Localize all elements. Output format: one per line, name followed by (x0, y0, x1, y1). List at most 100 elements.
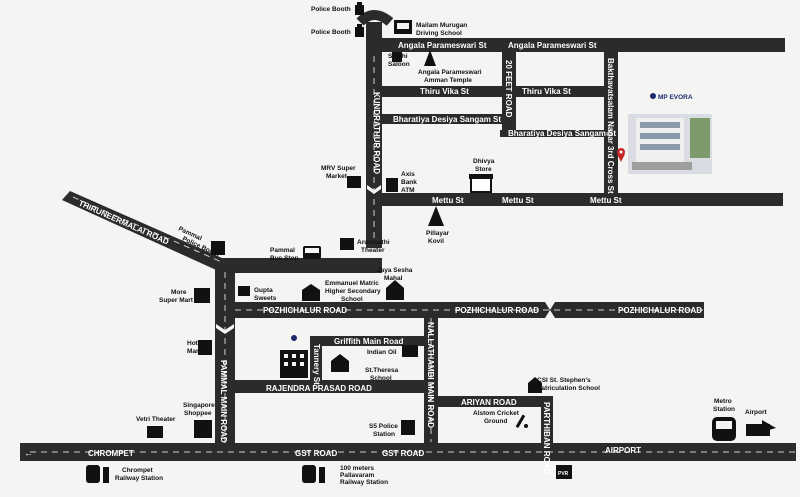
kovil-icon (428, 206, 444, 226)
csi-label-2: Matriculation School (536, 385, 600, 392)
jaya-sesha-mahal-icon (386, 280, 404, 300)
indian-oil-icon (402, 345, 418, 357)
vetri-label: Vetri Theater (136, 416, 176, 423)
salon-icon (392, 52, 402, 62)
st-theresa-school-icon (331, 354, 349, 372)
bakthavatsalam-st-label: Bakthavatsalam Nagar 3rd Cross St (606, 58, 615, 194)
kovil-label-1: Pillayar (426, 230, 450, 237)
singapore-label-1: Singapore (183, 402, 215, 409)
angala-parameswari-st (375, 38, 785, 52)
salon-label-1: Sakthi (388, 53, 408, 60)
bharatiya-st-label-small: Bharatiya Desiya Sangam St (508, 129, 616, 138)
singapore-label-2: Shoppee (184, 410, 212, 417)
emmanuel-label-2: Higher Secondary (325, 288, 381, 295)
pammal-main-road-label: PAMMAL MAIN ROAD (219, 360, 228, 443)
bharatiya-desiya-sangam-st-east (500, 130, 610, 137)
temple-label-1: Angala Parameswari (418, 69, 482, 76)
parthiban-road-label: PARTHIBAN ROAD (542, 402, 551, 475)
bus-icon (303, 246, 321, 259)
vetri-theater-icon (147, 426, 163, 438)
bus-stop-label-1: Pammal (270, 247, 295, 254)
pallavaram-station-label-2: Pallavaram (340, 472, 375, 479)
mrv-label-2: Market (326, 173, 348, 180)
mahal-label-2: Mahal (384, 275, 403, 282)
s5-police-station-icon (401, 420, 415, 435)
bharatiya-st-label: Bharatiya Desiya Sangam St (393, 115, 501, 124)
bakthavatsalam-nagar-3rd-cross-st (604, 45, 618, 203)
chrompet-label: CHROMPET (88, 449, 134, 458)
rajendra-prasad-road (228, 380, 434, 393)
chrompet-train-icon (86, 465, 109, 483)
gupta-label-2: Sweets (254, 295, 277, 302)
driving-school-icon (394, 20, 412, 34)
parthiban-road (541, 396, 553, 448)
thiruneermalai-road-centerline (72, 196, 225, 264)
alstom-label-2: Ground (484, 418, 507, 425)
gst-road-label-2: GST ROAD (382, 449, 424, 458)
kundrathur-road-label: KUNDRATHUR ROAD (372, 92, 381, 174)
emmanuel-label-1: Emmanuel Matric (325, 280, 379, 287)
building-photo (628, 114, 712, 174)
pammal-link-road (222, 258, 382, 273)
s5-label-1: S5 Police (369, 423, 398, 430)
singapore-shoppee-icon (194, 420, 212, 438)
mp-evora-logo-icon (650, 93, 656, 99)
mrv-label-1: MRV Super (321, 165, 356, 172)
cricket-ground-icon (515, 414, 528, 429)
road-network (20, 10, 796, 461)
thiru-vika-label-2: Thiru Vika St (522, 87, 571, 96)
pallavaram-train-icon (302, 465, 325, 483)
kundrathur-break-marker (367, 185, 381, 194)
mettu-st-label-2: Mettu St (502, 196, 534, 205)
bus-stop-label-2: Bus Stop (270, 255, 299, 262)
thiruneermalai-road (62, 191, 231, 274)
chrompet-station-label-1: Chrompet (122, 467, 154, 474)
ariyan-road (436, 396, 546, 407)
driving-school-label-2: Driving School (416, 30, 462, 37)
store-icon (469, 174, 493, 193)
hotel-label-2: Mart (187, 348, 202, 355)
alstom-label-1: Alstom Cricket (473, 410, 520, 417)
indian-oil-label: Indian Oil (367, 349, 397, 356)
theater-label-1: Arunmathi (357, 239, 390, 246)
mettu-st (375, 193, 783, 206)
csi-label-1: CSI St. Stephen's (537, 377, 591, 384)
thiru-vika-label-1: Thiru Vika St (420, 87, 469, 96)
metro-label-2: Station (713, 406, 735, 413)
pozhichalur-road-label-1: POZHICHALUR ROAD (263, 306, 347, 315)
pammal-break-marker (216, 324, 234, 334)
20-feet-road-label: 20 FEET ROAD (504, 60, 513, 118)
landmarks: Police Booth Police Booth Mailam Murugan… (86, 2, 776, 486)
theater-label-2: Theater (361, 247, 385, 254)
emmanuel-label-3: School (341, 296, 363, 303)
airport-plane-icon (746, 420, 776, 436)
pallavaram-station-label-3: Railway Station (340, 479, 388, 486)
thiru-vika-st (380, 86, 610, 97)
atm-icon (386, 178, 398, 192)
police-booth-label-2: Police Booth (311, 29, 351, 36)
mp-developers-building-icon (280, 350, 308, 378)
kovil-label-2: Kovil (428, 238, 444, 245)
more-label-1: More (171, 289, 187, 296)
temple-icon (424, 50, 436, 66)
supermarket-icon (347, 176, 361, 188)
griffith-main-road (310, 336, 434, 346)
hotel-label-1: Hotel (187, 340, 203, 347)
csi-school-icon (528, 377, 542, 393)
chrompet-station-label-2: Railway Station (115, 475, 163, 482)
kundrathur-road-top-curve (356, 10, 394, 26)
theater-icon (340, 238, 354, 250)
angala-st-label-2: Angala Parameswari St (508, 41, 597, 50)
police-booth-icon (355, 2, 364, 15)
tannery-st-label: Tannery St (312, 344, 321, 385)
salon-label-2: Saloon (388, 61, 410, 68)
pozhichalur-road-label-2: POZHICHALUR ROAD (455, 306, 539, 315)
pallavaram-station-label-1: 100 meters (340, 465, 374, 472)
metro-train-icon (712, 417, 736, 441)
police-booth-icon (355, 24, 364, 37)
pvr-cinema-icon: PVR (556, 465, 572, 479)
st-theresa-label-2: School (370, 375, 392, 382)
bharatiya-desiya-sangam-st (380, 114, 502, 124)
